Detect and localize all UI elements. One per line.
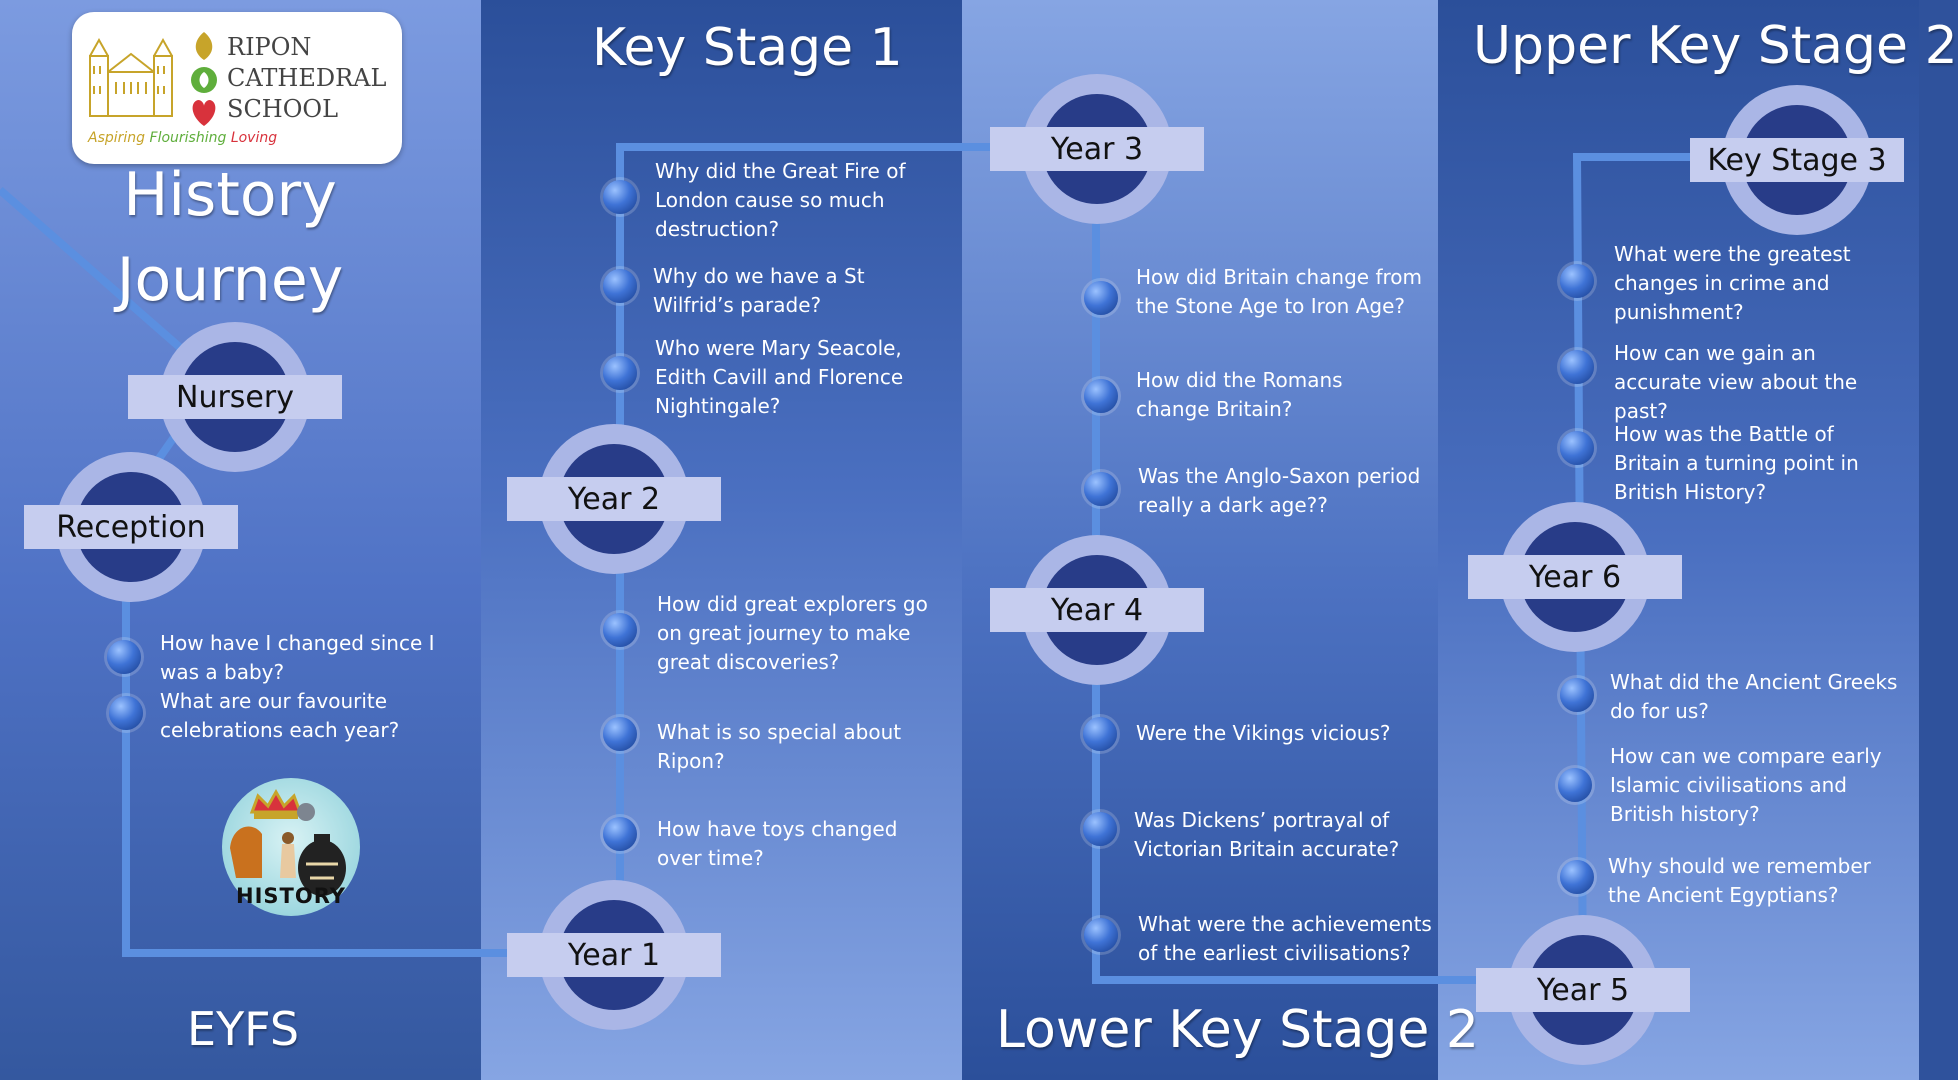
question-year5-2: How can we compare early Islamic civilis… — [1610, 744, 1882, 826]
station-label-year5: Year 5 — [1476, 968, 1690, 1012]
stop-dot[interactable] — [603, 817, 637, 851]
question-eyfs-1: How have I changed since I was a baby? — [160, 631, 435, 684]
stop-dot[interactable] — [1558, 768, 1592, 802]
stop-dot[interactable] — [107, 640, 141, 674]
question-year4-3: What were the achievements of the earlie… — [1138, 912, 1432, 965]
station-year6[interactable]: Year 6 — [1468, 502, 1682, 652]
question-year1-1: How did great explorers go on great jour… — [657, 592, 928, 674]
question-year2-3: Who were Mary Seacole, Edith Cavill and … — [655, 336, 904, 418]
station-label-reception: Reception — [24, 505, 238, 549]
school-name-line2: CATHEDRAL — [227, 64, 387, 92]
stop-dot[interactable] — [1084, 918, 1118, 952]
stop-dot[interactable] — [1560, 860, 1594, 894]
stop-dot[interactable] — [1560, 431, 1594, 465]
route-line-intro — [0, 186, 203, 369]
question-eyfs-2: What are our favourite celebrations each… — [160, 689, 400, 742]
station-reception[interactable]: Reception — [24, 452, 238, 602]
school-name-line3: SCHOOL — [227, 95, 339, 123]
school-motto: Aspiring Flourishing Loving — [88, 130, 277, 146]
station-year4[interactable]: Year 4 — [990, 535, 1204, 685]
stop-dot[interactable] — [1083, 717, 1117, 751]
station-label-year3: Year 3 — [990, 127, 1204, 171]
question-year4-1: Were the Vikings vicious? — [1136, 721, 1391, 745]
stop-dot[interactable] — [603, 180, 637, 214]
question-year6-3: How was the Battle of Britain a turning … — [1614, 422, 1859, 504]
stop-dot[interactable] — [1084, 379, 1118, 413]
question-year3-3: Was the Anglo-Saxon period really a dark… — [1138, 464, 1421, 517]
stop-dot[interactable] — [109, 696, 143, 730]
page-title-line2: Journey — [116, 245, 344, 315]
stop-dot[interactable] — [1084, 281, 1118, 315]
school-logo: RIPON CATHEDRAL SCHOOL Aspiring Flourish… — [72, 12, 402, 164]
uks2-heading: Upper Key Stage 2 — [1473, 16, 1958, 76]
station-label-year1: Year 1 — [507, 933, 721, 977]
stop-dot[interactable] — [603, 613, 637, 647]
question-year5-1: What did the Ancient Greeks do for us? — [1610, 670, 1898, 723]
question-year4-2: Was Dickens’ portrayal of Victorian Brit… — [1134, 808, 1400, 861]
question-year2-1: Why did the Great Fire of London cause s… — [655, 159, 906, 241]
eyfs-heading: EYFS — [187, 1002, 300, 1056]
route-line-lks2 — [1092, 147, 1583, 984]
stop-dot[interactable] — [1083, 812, 1117, 846]
station-year3[interactable]: Year 3 — [990, 74, 1204, 224]
question-year6-2: How can we gain an accurate view about t… — [1614, 341, 1858, 423]
question-year3-2: How did the Romans change Britain? — [1136, 368, 1343, 421]
history-badge-label: HISTORY — [236, 884, 346, 908]
stop-dot[interactable] — [1560, 350, 1594, 384]
station-label-ks3: Key Stage 3 — [1690, 138, 1904, 182]
stop-dot[interactable] — [603, 269, 637, 303]
question-year5-3: Why should we remember the Ancient Egypt… — [1608, 854, 1871, 907]
station-label-nursery: Nursery — [128, 375, 342, 419]
station-nursery[interactable]: Nursery — [128, 322, 342, 472]
station-ks3[interactable]: Key Stage 3 — [1690, 85, 1904, 235]
station-label-year6: Year 6 — [1468, 555, 1682, 599]
school-name-line1: RIPON — [227, 33, 312, 61]
stop-dot[interactable] — [603, 356, 637, 390]
question-year1-3: How have toys changed over time? — [657, 817, 898, 870]
school-name: RIPON CATHEDRAL SCHOOL — [227, 32, 386, 125]
question-year1-2: What is so special about Ripon? — [657, 720, 902, 773]
stop-dot[interactable] — [1560, 678, 1594, 712]
question-year6-1: What were the greatest changes in crime … — [1614, 242, 1851, 324]
station-label-year4: Year 4 — [990, 588, 1204, 632]
motto-loving: Loving — [230, 130, 278, 146]
motto-aspiring: Aspiring — [88, 130, 146, 146]
stop-dot[interactable] — [603, 717, 637, 751]
question-year2-2: Why do we have a St Wilfrid’s parade? — [653, 264, 865, 317]
flame-leaf-heart-icon — [191, 32, 217, 126]
ks1-heading: Key Stage 1 — [592, 18, 903, 78]
lks2-heading: Lower Key Stage 2 — [996, 1000, 1479, 1060]
station-year2[interactable]: Year 2 — [507, 424, 721, 574]
motto-flourishing: Flourishing — [149, 130, 227, 146]
history-artifacts-icon — [230, 788, 346, 896]
stop-dot[interactable] — [1084, 472, 1118, 506]
route-line-ks1 — [616, 143, 1096, 953]
history-badge: HISTORY — [222, 778, 360, 916]
station-year5[interactable]: Year 5 — [1476, 915, 1690, 1065]
question-year3-1: How did Britain change from the Stone Ag… — [1136, 265, 1422, 318]
cathedral-icon — [89, 37, 173, 117]
station-year1[interactable]: Year 1 — [507, 880, 721, 1030]
page-title-line1: History — [123, 160, 337, 230]
station-label-year2: Year 2 — [507, 477, 721, 521]
stop-dot[interactable] — [1560, 264, 1594, 298]
